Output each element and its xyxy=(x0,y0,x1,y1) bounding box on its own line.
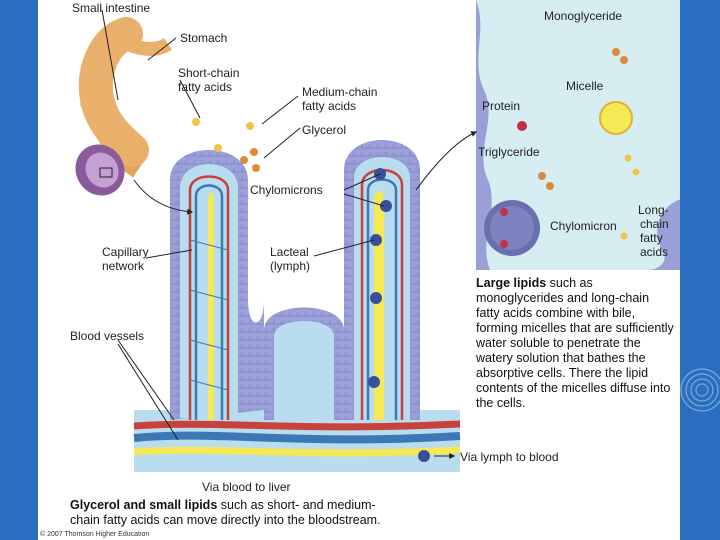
inset-label-triglyceride: Triglyceride xyxy=(478,145,540,159)
inset-label-long-3: fatty xyxy=(640,231,663,245)
inset-label-monoglyceride: Monoglyceride xyxy=(544,9,622,23)
chylomicron-dots xyxy=(368,168,430,462)
label-via-blood-to-liver: Via blood to liver xyxy=(202,480,291,494)
caption-small-bold: Glycerol and small lipids xyxy=(70,498,218,512)
label-glycerol: Glycerol xyxy=(302,123,346,137)
caption-small-lipids: Glycerol and small lipids such as short-… xyxy=(70,498,400,528)
inset-label-chylomicron: Chylomicron xyxy=(550,219,617,233)
figure-panel: Small intestine Stomach Short-chain fatt… xyxy=(38,0,680,540)
label-blood-vessels: Blood vessels xyxy=(70,329,144,343)
decorative-swirl-icon xyxy=(680,368,720,412)
label-lacteal-2: (lymph) xyxy=(270,259,310,273)
inset-label-long-2: chain xyxy=(640,217,669,231)
label-capillary-2: network xyxy=(102,259,145,273)
caption-large-rest: such as monoglycerides and long-chain fa… xyxy=(476,276,674,410)
label-short-chain-2: fatty acids xyxy=(178,80,232,94)
label-small-intestine: Small intestine xyxy=(72,1,150,15)
inset-label-long-4: acids xyxy=(640,245,668,259)
short-chain-fatty-acid-molecules xyxy=(192,118,260,172)
caption-small-rest: such as short- and medium-chain fatty ac… xyxy=(70,498,381,527)
label-capillary-1: Capillary xyxy=(102,245,149,259)
copyright-text: © 2007 Thomson Higher Education xyxy=(40,530,149,538)
label-lacteal-1: Lacteal xyxy=(270,245,309,259)
label-chylomicrons: Chylomicrons xyxy=(250,183,323,197)
inset-label-long-1: Long- xyxy=(638,203,669,217)
inset-micelle-panel xyxy=(476,0,680,270)
caption-large-lipids: Large lipids such as monoglycerides and … xyxy=(476,276,676,411)
inset-label-protein: Protein xyxy=(482,99,520,113)
label-medium-chain-2: fatty acids xyxy=(302,99,356,113)
small-intestine-illustration xyxy=(75,17,172,196)
label-medium-chain-1: Medium-chain xyxy=(302,85,377,99)
caption-large-bold: Large lipids xyxy=(476,276,547,290)
villus-left xyxy=(170,150,264,420)
label-via-lymph-to-blood: Via lymph to blood xyxy=(460,450,559,464)
villus-right xyxy=(264,140,420,420)
lipid-absorption-diagram: Small intestine Stomach Short-chain fatt… xyxy=(40,0,680,538)
label-stomach: Stomach xyxy=(180,31,227,45)
inset-label-micelle: Micelle xyxy=(566,79,604,93)
label-short-chain-1: Short-chain xyxy=(178,66,239,80)
